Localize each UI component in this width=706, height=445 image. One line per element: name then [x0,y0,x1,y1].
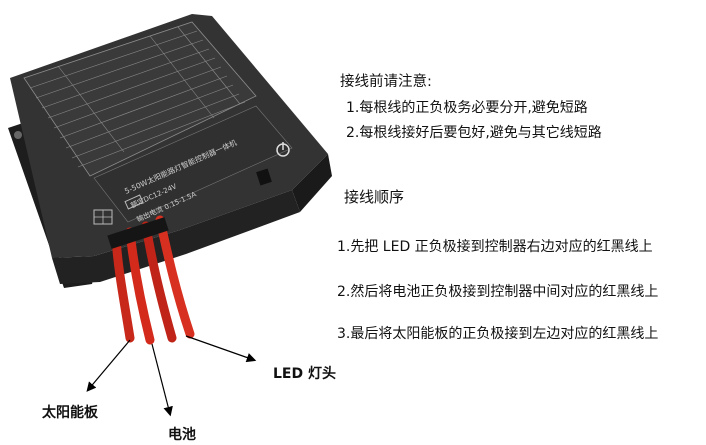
wire-red [125,227,155,345]
label-table [23,21,257,177]
label-battery: 电池 [168,427,196,443]
battery-icon [124,194,144,210]
wire-red [111,233,135,343]
wire-red [141,221,177,343]
label-solar-panel: 太阳能板 [42,405,98,421]
note-item: 2.每根线接好后要包好,避免与其它线短路 [346,125,602,141]
mounting-hole [14,131,22,139]
label-led: LED 灯头 [273,366,336,382]
arrow-battery [151,343,173,417]
controller-device-image: 5-50W太阳能路灯智能控制器一体机 额定DC12-24V 输出电流 0.15-… [8,14,332,345]
order-title: 接线顺序 [344,188,405,206]
order-step: 2.然后将电池正负极接到控制器中间对应的红黑线上 [337,284,659,300]
order-step: 1.先把 LED 正负极接到控制器右边对应的红黑线上 [337,239,653,255]
notes-title: 接线前请注意: [340,74,432,90]
wire-grommet [107,217,169,249]
spec-panel [93,105,293,223]
order-step: 3.最后将太阳能板的正负极接到左边对应的红黑线上 [337,326,659,342]
arrow-led [185,335,257,363]
device-button [256,168,272,186]
note-item: 1.每根线的正负极务必要分开,避免短路 [346,100,588,116]
device-side-face [292,154,332,212]
arrow-solar [86,339,131,392]
